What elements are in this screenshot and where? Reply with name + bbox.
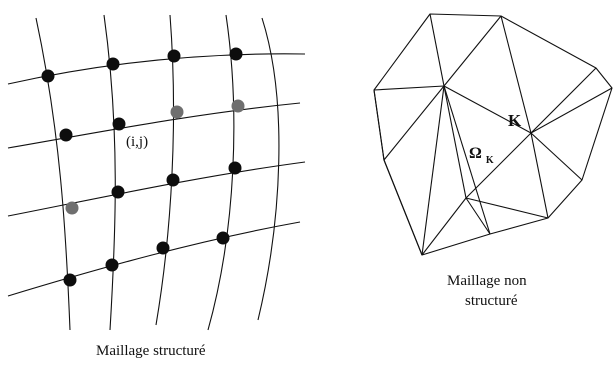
mesh-edge <box>383 85 445 161</box>
mesh-node <box>105 258 119 272</box>
mesh-node <box>166 173 180 187</box>
mesh-node <box>63 273 77 287</box>
mesh-node-grey <box>231 99 245 113</box>
mesh-edge <box>429 13 445 87</box>
mesh-edge <box>383 159 423 256</box>
mesh-node-grey <box>170 105 184 119</box>
structured-mesh-caption: Maillage structuré <box>96 343 206 359</box>
node-label-ij: (i,j) <box>126 134 148 150</box>
cell-label-omega-main: Ω <box>469 145 482 162</box>
grid-line-vertical-1 <box>35 17 71 331</box>
mesh-edge <box>443 15 502 87</box>
mesh-node <box>111 185 125 199</box>
mesh-node <box>106 57 120 71</box>
mesh-edge <box>465 132 532 199</box>
mesh-edge <box>373 89 385 161</box>
mesh-edge <box>421 197 467 256</box>
mesh-node-ij <box>112 117 126 131</box>
triangle-edges <box>373 13 613 256</box>
mesh-node <box>167 49 181 63</box>
mesh-edge <box>373 85 445 91</box>
mesh-node <box>229 47 243 61</box>
mesh-edge <box>500 15 532 134</box>
mesh-node <box>228 161 242 175</box>
cell-label-omega: Ω K <box>469 145 494 166</box>
mesh-edge <box>443 85 532 134</box>
vertex-label-k: K <box>508 111 522 130</box>
structured-mesh: (i,j) Maillage structuré <box>7 14 306 359</box>
grid-line-horizontal-2 <box>7 102 301 149</box>
cell-label-omega-subscript: K <box>486 155 494 166</box>
mesh-node <box>41 69 55 83</box>
unstructured-mesh-caption-line2: structuré <box>465 293 518 309</box>
mesh-edge <box>530 132 583 181</box>
mesh-edge <box>465 197 549 219</box>
mesh-edge <box>530 132 549 219</box>
grid-line-vertical-5 <box>257 17 280 321</box>
mesh-edge <box>443 85 467 199</box>
mesh-node <box>59 128 73 142</box>
mesh-boundary <box>373 13 613 256</box>
mesh-edge <box>421 85 445 256</box>
grid-line-horizontal-3 <box>7 161 306 217</box>
mesh-edge <box>443 85 491 235</box>
mesh-edge <box>465 197 491 235</box>
mesh-edge <box>530 87 613 134</box>
mesh-node <box>156 241 170 255</box>
mesh-edge <box>530 67 597 134</box>
grid-line-vertical-4 <box>207 14 235 331</box>
unstructured-mesh: K Ω K Maillage non structuré <box>373 13 613 309</box>
grid-line-horizontal-1 <box>7 53 306 85</box>
grid-line-horizontal-4 <box>7 221 301 297</box>
mesh-node-grey <box>65 201 79 215</box>
unstructured-mesh-caption-line1: Maillage non <box>447 273 527 289</box>
mesh-node <box>216 231 230 245</box>
